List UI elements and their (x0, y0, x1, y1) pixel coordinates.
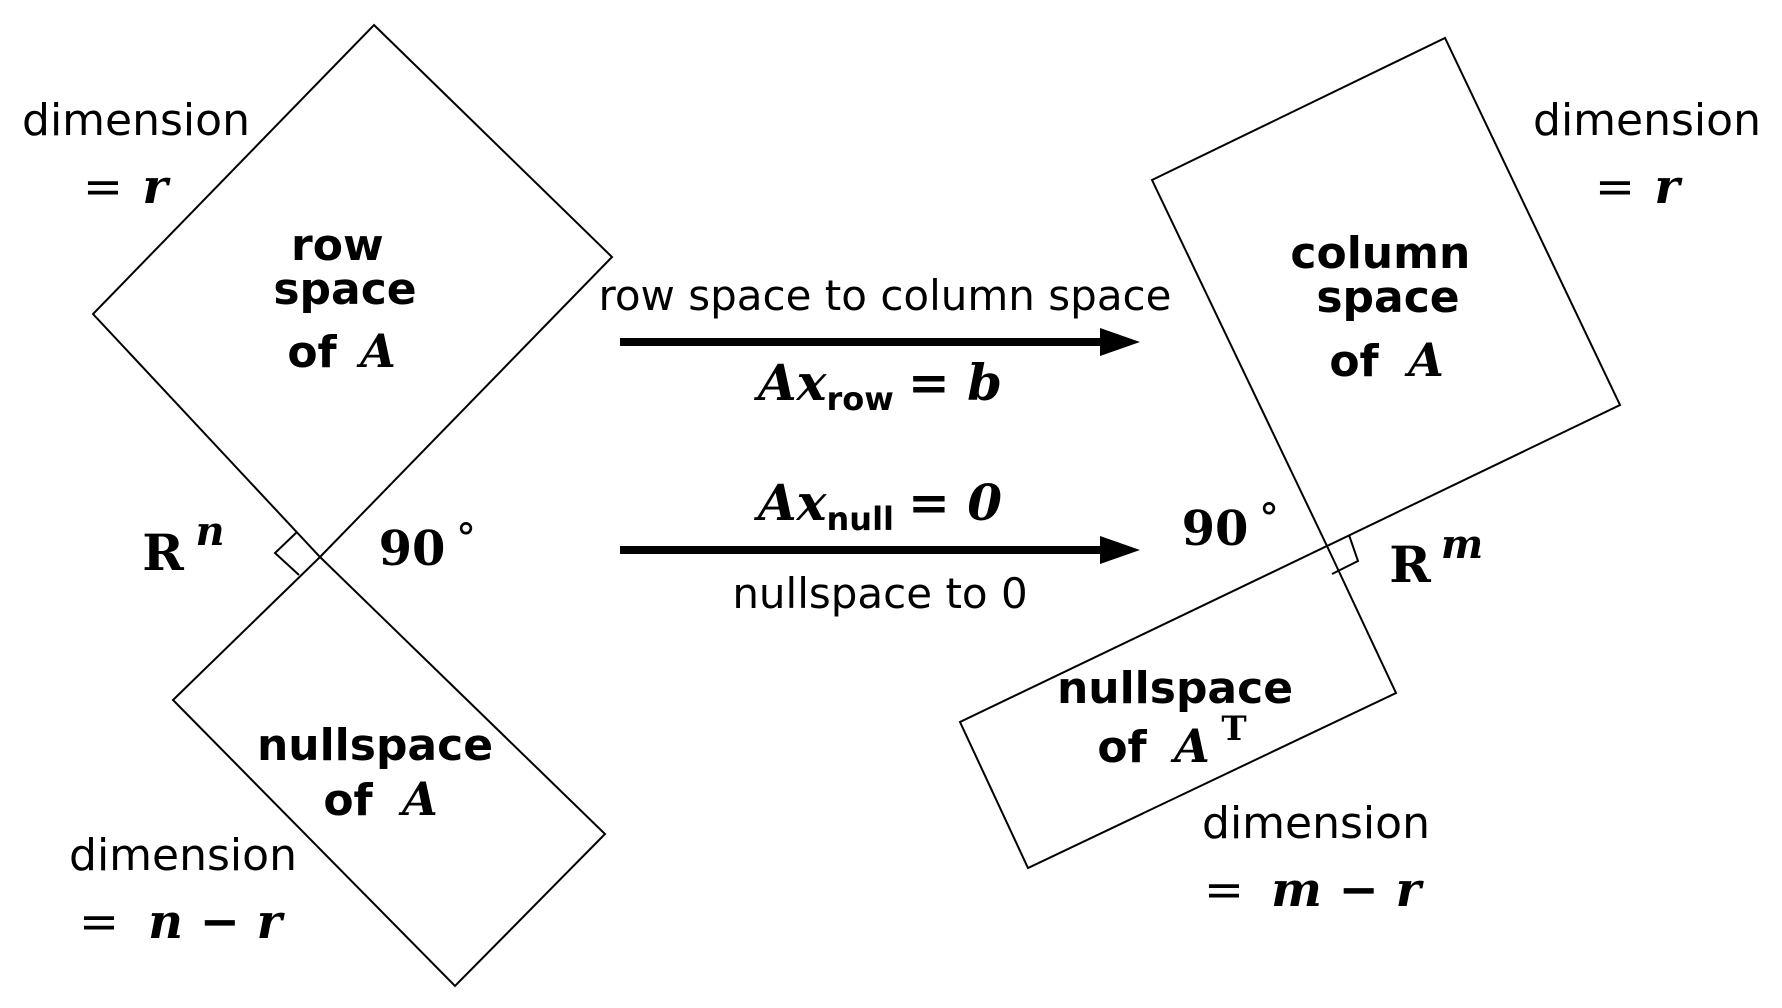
column-space-var: A (1404, 333, 1444, 387)
row-space-title: row space (273, 220, 416, 315)
bottom-arrow-head (1100, 536, 1140, 564)
right-dimension-bottom-value: m − r (1271, 862, 1424, 918)
left-space-exponent: n (195, 508, 224, 555)
column-space-of: of (1329, 336, 1379, 387)
nullspace-box (171, 555, 607, 988)
right-angle-unit: ° (1259, 496, 1279, 542)
left-dimension-top-value: r (142, 159, 171, 215)
right-space-symbol: R (1389, 535, 1431, 594)
right-angle-value: 90 (1182, 501, 1249, 557)
left-dimension-top-eq: = (83, 159, 123, 215)
nullspace-title: nullspace (257, 720, 493, 771)
top-arrow-head (1100, 328, 1140, 356)
bottom-arrow-equation: Axnull= 0 (754, 473, 1002, 538)
row-space-var: A (356, 324, 396, 378)
left-angle-value: 90 (379, 521, 446, 577)
right-space-exponent: m (1441, 521, 1483, 568)
column-space-title: column space (1290, 228, 1485, 323)
bottom-arrow-caption: nullspace to 0 (732, 569, 1027, 618)
right-dimension-top-word: dimension (1533, 95, 1761, 146)
right-dimension-bottom-eq: = (1204, 862, 1244, 918)
left-dimension-bottom-word: dimension (69, 830, 297, 881)
nullspace-of: of (323, 775, 373, 826)
left-nullspace-box (958, 544, 1398, 870)
left-space-symbol: R (142, 523, 184, 582)
top-arrow-caption: row space to column space (599, 271, 1172, 320)
left-angle-unit: ° (456, 516, 476, 562)
left-dimension-bottom-value: n − r (148, 894, 286, 950)
right-dimension-top-eq: = (1595, 159, 1635, 215)
left-nullspace-title: nullspace (1057, 663, 1293, 714)
left-dimension-top-word: dimension (22, 95, 250, 146)
top-arrow-equation: Axrow= b (754, 353, 1002, 418)
right-dimension-bottom-word: dimension (1202, 798, 1430, 849)
row-space-of: of (287, 327, 337, 378)
right-dimension-top-value: r (1654, 159, 1683, 215)
left-dimension-bottom-eq: = (79, 894, 119, 950)
nullspace-var: A (398, 772, 438, 826)
left-nullspace-exponent: T (1221, 709, 1246, 749)
left-nullspace-of: of (1097, 722, 1147, 773)
left-nullspace-var: A (1170, 719, 1210, 773)
column-space-box (1150, 36, 1622, 548)
left-right-angle-marker (273, 531, 300, 576)
right-right-angle-marker (1331, 534, 1360, 575)
